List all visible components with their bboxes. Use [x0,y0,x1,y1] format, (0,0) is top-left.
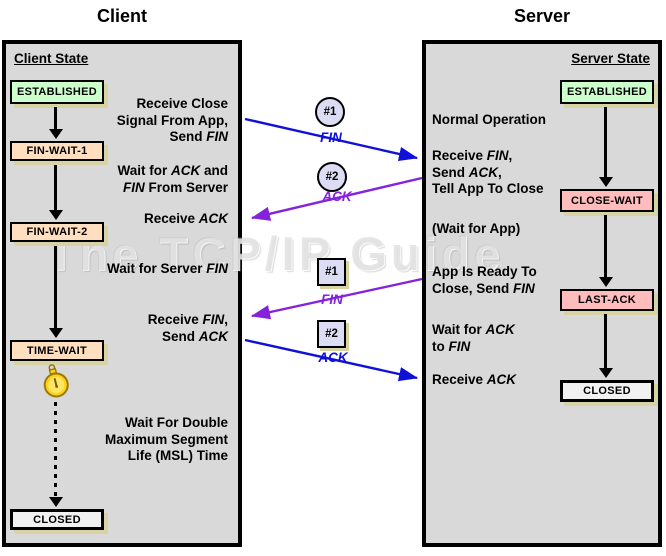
message-3-fin-label: FIN [321,292,343,307]
client-state-fin-wait-2: FIN-WAIT-2 [10,222,104,242]
server-arrow-closewait-to-lastack [604,215,607,277]
client-arrow-finwait1-to-finwait2 [54,165,57,210]
client-state-established: ESTABLISHED [10,80,104,104]
server-annotation-receive-ack: Receive ACK [432,372,517,387]
server-state-closed: CLOSED [560,380,654,402]
client-title: Client [96,6,147,26]
server-annotation-receive-fin: Receive FIN,Send ACK,Tell App To Close [432,148,544,196]
client-arrow-finwait2-to-timewait [54,246,57,328]
server-state-established: ESTABLISHED [560,80,654,104]
server-annotation-normal-operation: Normal Operation [432,112,547,127]
message-1-fin-badge: #1 [315,97,345,127]
client-arrow-established-to-finwait1 [54,107,57,129]
client-annotation-wait-server-fin: Wait for Server FIN [106,261,228,276]
client-state-closed: CLOSED [10,509,104,530]
server-arrow-lastack-to-closed [604,314,607,368]
server-state-last-ack: LAST-ACK [560,289,654,311]
server-state-header: Server State [571,51,650,66]
client-dotted-arrow-timewait-to-closed [54,402,57,497]
client-state-time-wait: TIME-WAIT [10,340,104,361]
client-state-header: Client State [14,51,89,66]
timer-icon [43,364,69,398]
server-annotation-wait-for-app: (Wait for App) [432,221,521,236]
server-state-close-wait: CLOSE-WAIT [560,189,654,212]
message-2-ack-label: ACK [322,189,352,204]
server-arrow-established-to-closewait [604,107,607,177]
message-1-fin-label: FIN [320,130,342,145]
server-title: Server [513,6,571,26]
client-annotation-receive-fin-send-ack: Receive FIN,Send ACK [147,312,228,344]
client-annotation-receive-ack: Receive ACK [143,211,228,226]
message-4-ack-label: ACK [318,350,348,365]
message-2-ack-badge: #2 [317,162,347,192]
message-4-ack-badge: #2 [317,320,346,348]
client-panel [2,40,242,547]
client-state-fin-wait-1: FIN-WAIT-1 [10,141,104,161]
message-3-fin-badge: #1 [317,258,346,286]
